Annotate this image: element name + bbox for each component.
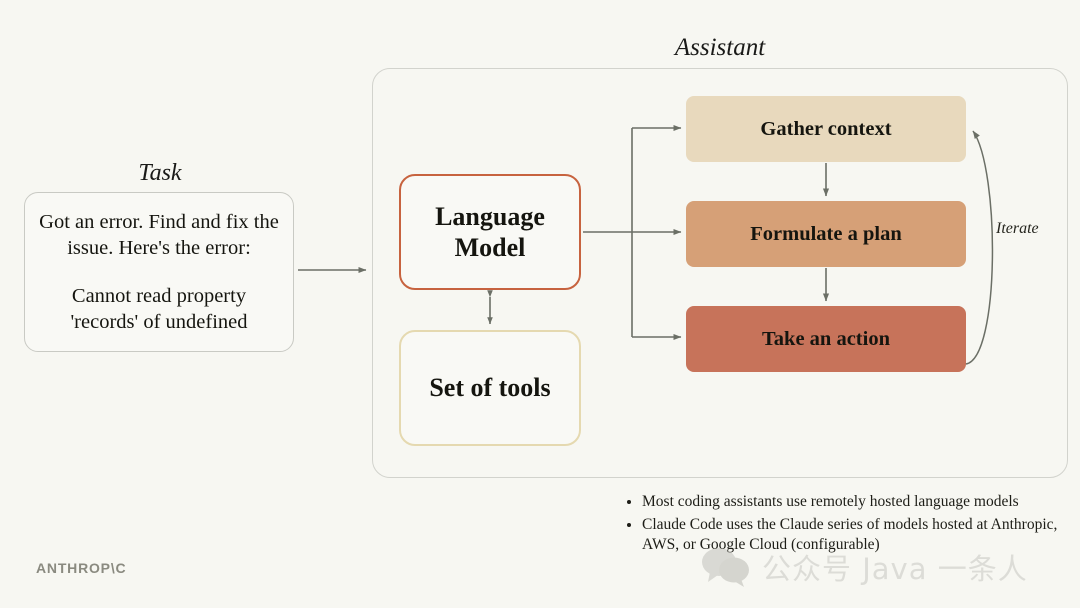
stage-gather-context: Gather context — [686, 96, 966, 162]
language-model-label: Language Model — [435, 201, 545, 262]
list-item: Claude Code uses the Claude series of mo… — [642, 515, 1072, 555]
iterate-label: Iterate — [996, 220, 1039, 237]
list-item: Most coding assistants use remotely host… — [642, 492, 1072, 512]
stage-take-action: Take an action — [686, 306, 966, 372]
set-of-tools-box: Set of tools — [399, 330, 581, 446]
language-model-box: Language Model — [399, 174, 581, 290]
anthropic-logo: ANTHROP\C — [36, 560, 127, 576]
stage-formulate-plan: Formulate a plan — [686, 201, 966, 267]
task-box: Got an error. Find and fix the issue. He… — [24, 192, 294, 352]
stage-formulate-plan-label: Formulate a plan — [750, 222, 902, 245]
task-label: Task — [138, 160, 182, 186]
task-text-primary: Got an error. Find and fix the issue. He… — [39, 210, 279, 259]
set-of-tools-label: Set of tools — [429, 373, 551, 403]
assistant-container — [372, 68, 1068, 478]
stage-take-action-label: Take an action — [762, 327, 890, 350]
stage-gather-context-label: Gather context — [760, 117, 892, 140]
assistant-label: Assistant — [674, 34, 766, 61]
task-text-error: Cannot read property 'records' of undefi… — [70, 285, 248, 334]
notes-list: Most coding assistants use remotely host… — [620, 492, 1072, 557]
